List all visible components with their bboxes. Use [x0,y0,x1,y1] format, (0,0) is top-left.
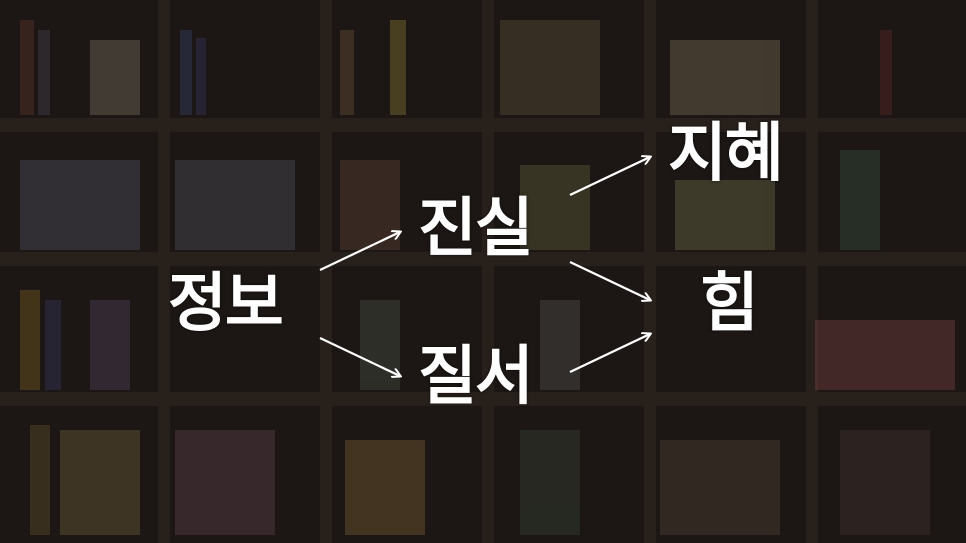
node-wisdom: 지혜 [668,122,782,186]
arrow-info-to-order [320,338,400,376]
arrow-truth-to-wisdom [570,157,650,195]
node-truth: 진실 [418,197,532,261]
node-info: 정보 [168,272,282,336]
node-order: 질서 [418,345,532,409]
arrow-info-to-truth [320,232,400,270]
node-power: 힘 [700,272,757,336]
arrow-order-to-power [570,334,650,372]
arrow-truth-to-power [570,262,650,300]
